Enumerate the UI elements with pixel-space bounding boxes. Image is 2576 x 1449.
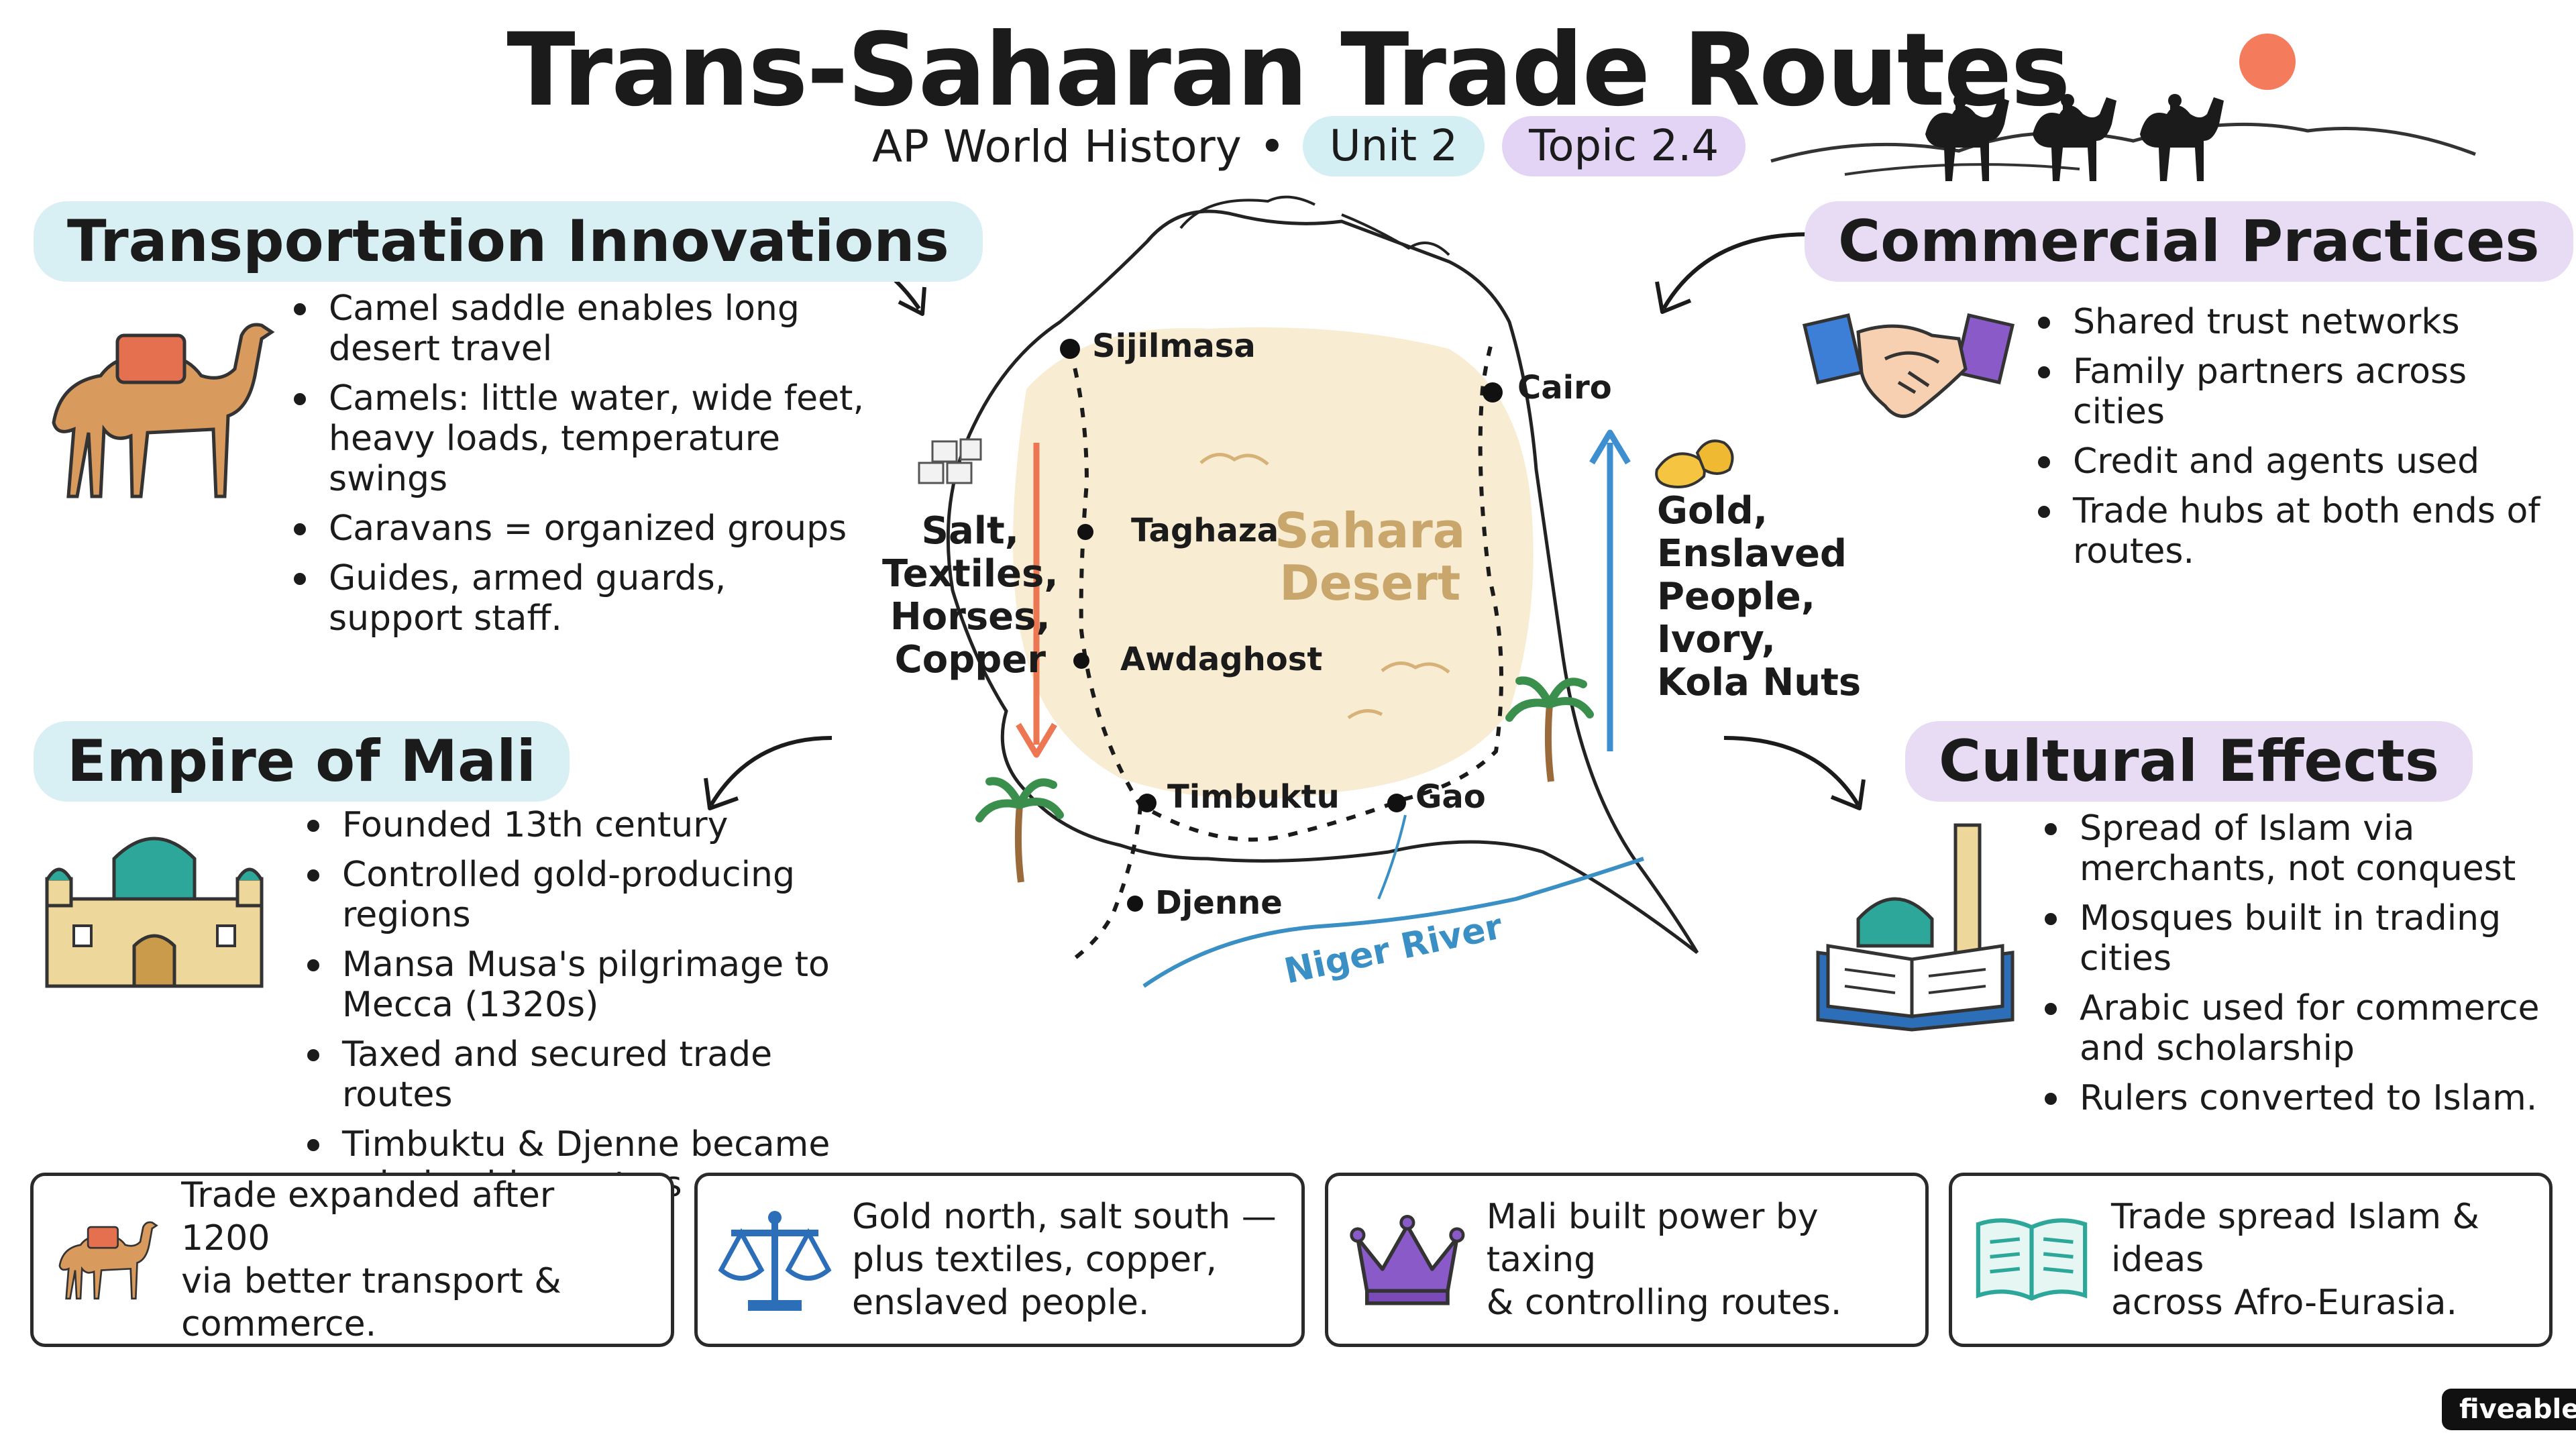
list-item: Guides, armed guards, support staff. xyxy=(288,558,865,639)
caravan-route-line xyxy=(1068,338,1503,842)
city-label-gao: Gao xyxy=(1415,778,1486,816)
salt-blocks-icon xyxy=(918,438,982,484)
list-item: Caravans = organized groups xyxy=(288,508,865,549)
subtitle-row: AP World History • Unit 2 Topic 2.4 xyxy=(872,113,1746,180)
palm-tree-icon xyxy=(1505,676,1594,782)
card-text: Trade spread Islam & ideas across Afro-E… xyxy=(2110,1197,2480,1323)
connector-arrow xyxy=(1723,736,1866,810)
connector-arrow xyxy=(1655,232,1825,314)
mali-heading: Empire of Mali xyxy=(34,721,570,802)
brand-badge: fiveable xyxy=(2442,1389,2576,1430)
summary-card-goods: Gold north, salt south — plus textiles, … xyxy=(694,1173,1305,1347)
list-item: Rulers converted to Islam. xyxy=(2039,1078,2563,1118)
dune-icon xyxy=(1347,709,1383,720)
sahara-desert-label: Sahara Desert xyxy=(1275,502,1466,611)
crown-icon xyxy=(1350,1214,1465,1305)
sahara-region xyxy=(1013,327,1534,800)
city-dot-taghaza xyxy=(1077,524,1093,540)
city-dot-timbuktu xyxy=(1138,794,1157,812)
list-item: Shared trust networks xyxy=(2033,302,2569,342)
summary-card-islam: Trade spread Islam & ideas across Afro-E… xyxy=(1949,1173,2553,1347)
commercial-heading: Commercial Practices xyxy=(1805,201,2573,282)
list-item: Camel saddle enables long desert travel xyxy=(288,288,865,369)
list-item: Taxed and secured trade routes xyxy=(302,1034,892,1115)
list-item: Mansa Musa's pilgrimage to Mecca (1320s) xyxy=(302,945,892,1025)
summary-card-mali: Mali built power by taxing & controlling… xyxy=(1325,1173,1929,1347)
city-label-cairo: Cairo xyxy=(1517,369,1612,407)
camel-silhouettes-icon xyxy=(1925,94,2224,181)
page-title: Trans-Saharan Trade Routes xyxy=(506,12,2070,129)
northbound-goods-label: Gold, Enslaved People, Ivory, Kola Nuts xyxy=(1657,489,1862,704)
cultural-heading: Cultural Effects xyxy=(1905,721,2473,802)
mosque-icon xyxy=(45,837,264,988)
list-item: Founded 13th century xyxy=(302,805,892,845)
cultural-list: Spread of Islam via merchants, not conqu… xyxy=(2039,808,2563,1128)
gold-nuggets-icon xyxy=(1655,439,1734,488)
course-label: AP World History xyxy=(872,120,1242,172)
caravan-route-line xyxy=(1072,804,1142,961)
list-item: Camels: little water, wide feet, heavy l… xyxy=(288,378,865,499)
camel-icon xyxy=(58,1221,158,1300)
city-label-djenne: Djenne xyxy=(1155,884,1283,922)
handshake-icon xyxy=(1802,313,2015,419)
list-item: Mosques built in trading cities xyxy=(2039,898,2563,979)
transportation-list: Camel saddle enables long desert travel … xyxy=(288,288,865,648)
unit-pill: Unit 2 xyxy=(1302,116,1485,176)
list-item: Trade hubs at both ends of routes. xyxy=(2033,491,2569,572)
list-item: Spread of Islam via merchants, not conqu… xyxy=(2039,808,2563,889)
dune-icon xyxy=(1381,661,1450,674)
mali-list: Founded 13th century Controlled gold-pro… xyxy=(302,805,892,1214)
list-item: Controlled gold-producing regions xyxy=(302,855,892,935)
transportation-heading: Transportation Innovations xyxy=(34,201,983,282)
caravan-illustration xyxy=(1770,34,2476,181)
city-dot-djenne xyxy=(1127,896,1143,912)
topic-pill: Topic 2.4 xyxy=(1502,116,1746,176)
niger-river xyxy=(1142,857,1644,988)
sun-icon xyxy=(2239,34,2296,90)
scales-icon xyxy=(718,1211,832,1311)
city-dot-cairo xyxy=(1483,382,1503,402)
city-dot-awdaghost xyxy=(1073,653,1089,669)
card-text: Mali built power by taxing & controlling… xyxy=(1486,1197,1842,1323)
card-text: Gold north, salt south — plus textiles, … xyxy=(852,1197,1277,1323)
city-label-taghaza: Taghaza xyxy=(1131,512,1279,549)
city-dot-sijilmasa xyxy=(1060,339,1080,359)
list-item: Credit and agents used xyxy=(2033,441,2569,482)
list-item: Family partners across cities xyxy=(2033,352,2569,432)
open-book-icon xyxy=(1976,1218,2088,1301)
commercial-list: Shared trust networks Family partners ac… xyxy=(2033,302,2569,581)
separator-dot: • xyxy=(1258,120,1285,172)
city-label-timbuktu: Timbuktu xyxy=(1167,778,1340,816)
city-dot-gao xyxy=(1387,794,1406,812)
summary-card-transport: Trade expanded after 1200 via better tra… xyxy=(30,1173,674,1347)
palm-tree-icon xyxy=(975,777,1064,883)
camel-icon xyxy=(52,323,275,498)
southbound-goods-label: Salt, Textiles, Horses, Copper xyxy=(882,509,1059,682)
dune-icon xyxy=(1199,453,1269,466)
trade-route-map xyxy=(918,195,1734,988)
card-text: Trade expanded after 1200 via better tra… xyxy=(181,1175,561,1344)
list-item: Arabic used for commerce and scholarship xyxy=(2039,988,2563,1069)
city-label-sijilmasa: Sijilmasa xyxy=(1092,327,1256,365)
book-mosque-icon xyxy=(1816,823,2015,1032)
city-label-awdaghost: Awdaghost xyxy=(1120,641,1323,678)
connector-arrow xyxy=(704,736,833,810)
